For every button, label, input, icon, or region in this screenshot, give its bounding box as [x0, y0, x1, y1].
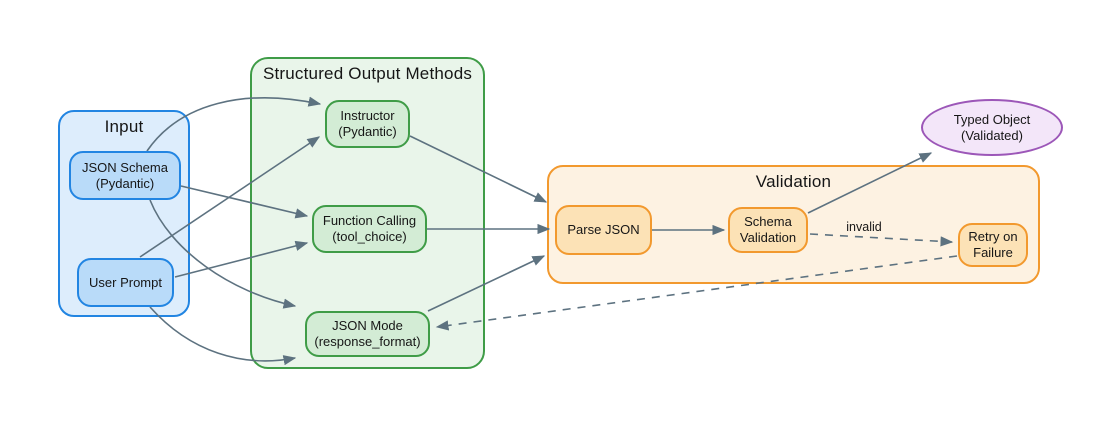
node-json-schema: JSON Schema (Pydantic) — [69, 151, 181, 200]
group-input-title: Input — [104, 117, 144, 136]
node-user-prompt: User Prompt — [77, 258, 174, 307]
node-function-calling: Function Calling (tool_choice) — [312, 205, 427, 253]
node-instructor-sublabel: (Pydantic) — [338, 124, 397, 139]
node-json-schema-sublabel: (Pydantic) — [95, 175, 155, 191]
node-parse-json-label: Parse JSON — [567, 222, 640, 238]
group-structured-output-methods-title: Structured Output Methods — [262, 64, 473, 83]
node-typed-object: Typed Object (Validated) — [921, 99, 1063, 156]
node-json-mode-label: JSON Mode — [332, 318, 403, 334]
node-retry-on-failure-label: Retry on — [968, 229, 1018, 245]
node-json-schema-label: JSON Schema — [82, 159, 168, 175]
node-typed-object-sublabel: (Validated) — [961, 127, 1023, 143]
node-instructor: Instructor (Pydantic) — [325, 100, 410, 148]
node-function-calling-label: Function Calling — [322, 213, 417, 229]
node-typed-object-label: Typed Object — [953, 111, 1031, 127]
node-json-mode: JSON Mode (response_format) — [305, 311, 430, 357]
node-schema-validation-sublabel: Validation — [739, 230, 797, 245]
node-json-mode-sublabel: (response_format) — [314, 334, 421, 349]
node-schema-validation-label: Schema — [744, 214, 792, 230]
group-validation-title: Validation — [755, 172, 832, 191]
node-retry-on-failure-sublabel: Failure — [973, 245, 1013, 260]
node-user-prompt-label: User Prompt — [89, 274, 162, 290]
node-retry-on-failure: Retry on Failure — [958, 223, 1028, 267]
node-instructor-label: Instructor — [340, 108, 395, 124]
node-parse-json: Parse JSON — [555, 205, 652, 255]
node-schema-validation: Schema Validation — [728, 207, 808, 253]
node-function-calling-sublabel: (tool_choice) — [332, 229, 407, 244]
